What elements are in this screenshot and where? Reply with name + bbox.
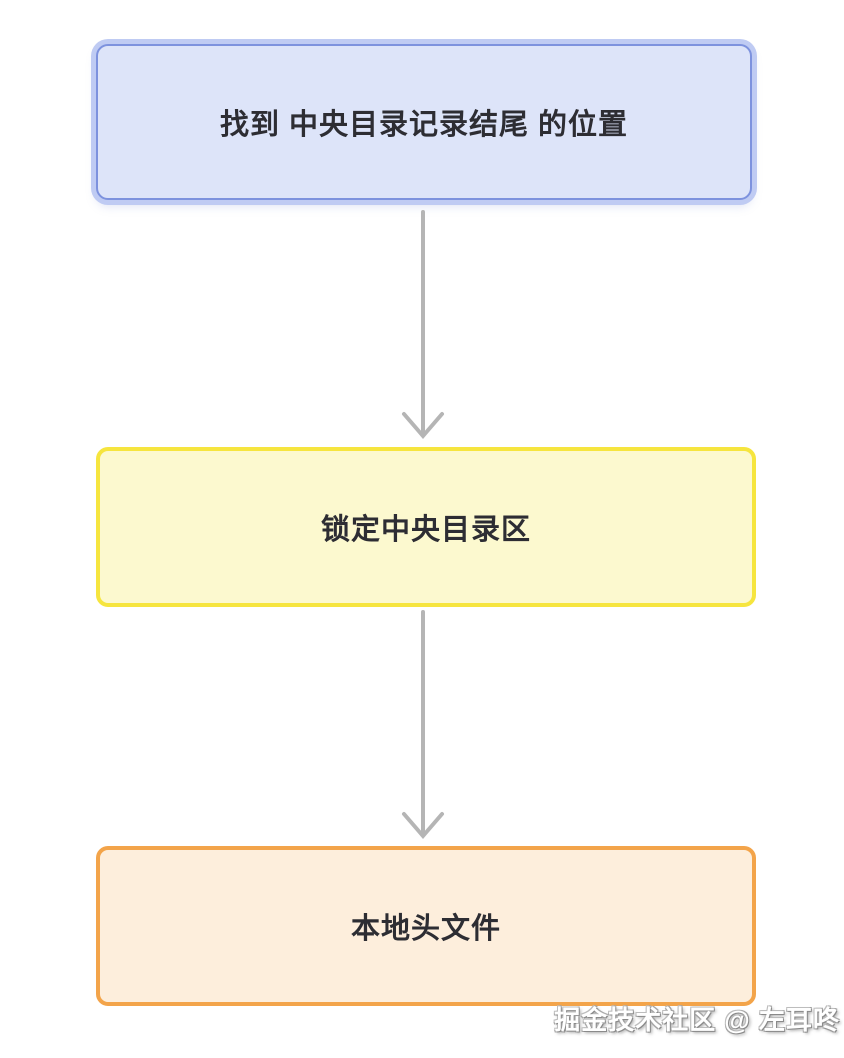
flow-node-label: 找到 中央目录记录结尾 的位置 <box>219 109 629 141</box>
flow-node-local-file-header: 本地头文件 <box>96 846 756 1006</box>
flow-node-lock-central-directory: 锁定中央目录区 <box>96 447 756 607</box>
flow-node-label: 本地头文件 <box>350 913 501 945</box>
watermark-text: 掘金技术社区 @ 左耳咚 <box>554 1005 840 1035</box>
flow-node-find-eocd: 找到 中央目录记录结尾 的位置 <box>96 44 752 200</box>
flow-node-label: 锁定中央目录区 <box>320 514 531 546</box>
flow-arrow-down-icon <box>402 610 444 840</box>
flow-arrow-down-icon <box>402 210 444 440</box>
